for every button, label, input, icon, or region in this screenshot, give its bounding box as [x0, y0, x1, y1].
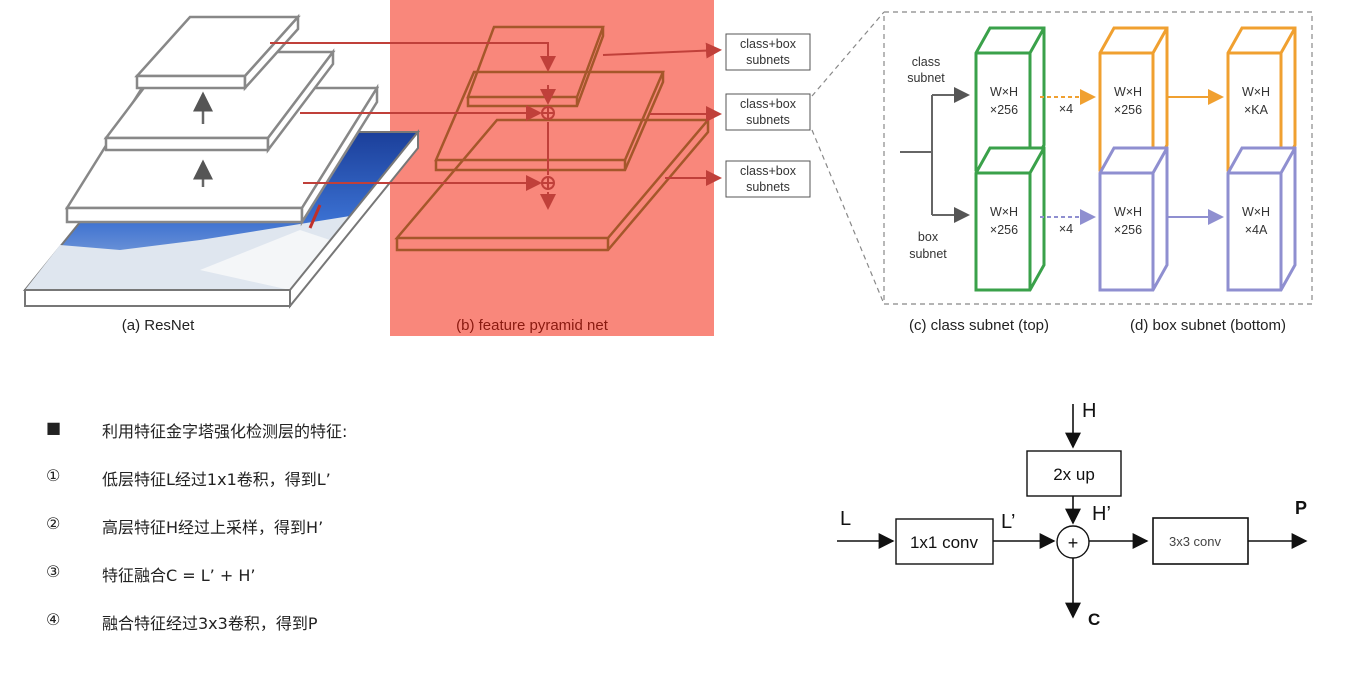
green-top-wh: W×H: [990, 85, 1018, 99]
flow-Hprime-label: H’: [1092, 503, 1111, 525]
fpn-layer-mid: [434, 70, 665, 172]
flow-up-box-label: 2x up: [1053, 465, 1095, 484]
orange-out-c: ×KA: [1244, 103, 1269, 117]
bullet-marker: ②: [46, 514, 61, 533]
caption-fpn: (b) feature pyramid net: [456, 317, 609, 334]
flow-P-label: P: [1295, 498, 1307, 518]
caption-box-subnet: (d) box subnet (bottom): [1130, 317, 1286, 334]
subnet-box-1: class+box subnets: [725, 33, 811, 71]
box-label-line1: box: [918, 230, 939, 244]
caption-resnet: (a) ResNet: [122, 317, 195, 334]
times4-bottom: ×4: [1059, 222, 1073, 236]
subnet-box-3-line2: subnets: [746, 180, 790, 194]
bullet-marker: ①: [46, 466, 61, 485]
green-map-bottom: [974, 146, 1046, 292]
subnet-box-3: class+box subnets: [725, 160, 811, 198]
orange-mid-wh: W×H: [1114, 85, 1142, 99]
subnet-box-3-line1: class+box: [740, 164, 797, 178]
flow-conv1-box-label: 1x1 conv: [910, 533, 979, 552]
subnet-detail-panel: [811, 11, 1313, 305]
bullet-marker: ③: [46, 562, 61, 581]
flow-C-label: C: [1088, 610, 1100, 629]
green-bot-c: ×256: [990, 223, 1018, 237]
flow-conv3-box-label: 3x3 conv: [1169, 534, 1222, 549]
subnet-box-2-line1: class+box: [740, 97, 797, 111]
class-label-line2: subnet: [907, 71, 945, 85]
caption-class-subnet: (c) class subnet (top): [909, 317, 1049, 334]
bullet-text: 利用特征金字塔强化检测层的特征:: [102, 422, 348, 441]
bullet-text: 高层特征H经过上采样，得到H’: [102, 518, 324, 537]
lateral-connections: [270, 42, 722, 210]
green-top-c: ×256: [990, 103, 1018, 117]
bullet-text: 低层特征L经过1x1卷积，得到L’: [102, 470, 331, 489]
flow-plus-sign: +: [1068, 533, 1079, 553]
flow-H-label: H: [1082, 400, 1096, 422]
bullet-marker: ④: [46, 610, 61, 629]
class-label-line1: class: [912, 55, 940, 69]
bullet-text: 特征融合C = L’ + H’: [102, 566, 256, 585]
green-bot-wh: W×H: [990, 205, 1018, 219]
blue-mid-wh: W×H: [1114, 205, 1142, 219]
resnet-layer-small: [134, 13, 301, 92]
fusion-flow-diagram: H 2x up H’ L 1x1 conv L’ + 3x3 conv P C: [837, 400, 1308, 629]
subnet-box-1-line2: subnets: [746, 53, 790, 67]
blue-map-out: [1226, 146, 1297, 292]
orange-mid-c: ×256: [1114, 103, 1142, 117]
fpn-background: [390, 0, 714, 336]
blue-out-wh: W×H: [1242, 205, 1270, 219]
branch-lines: [900, 87, 970, 223]
blue-out-c: ×4A: [1245, 223, 1268, 237]
subnet-box-1-line1: class+box: [740, 37, 797, 51]
subnet-box-2-line2: subnets: [746, 113, 790, 127]
bullet-marker: ■: [46, 418, 62, 437]
times4-top: ×4: [1059, 102, 1073, 116]
orange-out-wh: W×H: [1242, 85, 1270, 99]
box-label-line2: subnet: [909, 247, 947, 261]
flow-L-label: L: [840, 508, 851, 530]
blue-map-mid: [1098, 146, 1169, 292]
blue-mid-c: ×256: [1114, 223, 1142, 237]
flow-Lprime-label: L’: [1001, 511, 1015, 533]
subnet-box-2: class+box subnets: [725, 93, 811, 131]
bullet-text: 融合特征经过3x3卷积，得到P: [102, 614, 318, 633]
